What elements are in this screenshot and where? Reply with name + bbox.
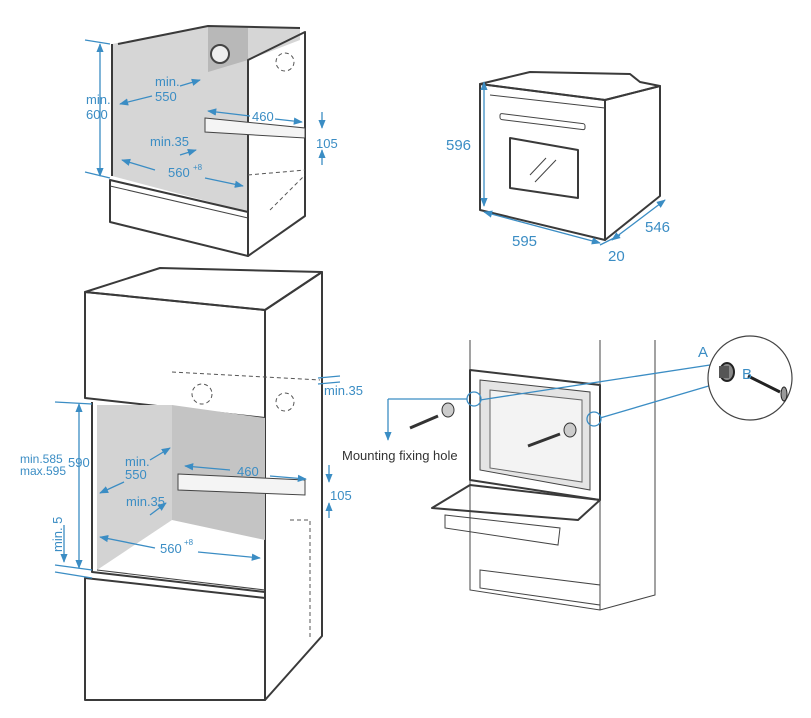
under-counter-dimensions: min. 600 min. 550 460 105 min.35 560 +8 (84, 39, 338, 188)
oven-height-label: 596 (446, 137, 471, 154)
screw-part-b-icon (747, 374, 788, 402)
depth-label-2: 550 (155, 89, 177, 104)
vent-height-label: 105 (316, 136, 338, 151)
screw-icon (409, 402, 455, 430)
oven-drawing (479, 71, 661, 241)
back-gap-label: min.35 (126, 494, 165, 509)
depth-label-1: min. (125, 454, 150, 469)
vent-height-label: 105 (330, 488, 352, 503)
width-label: 560 (160, 541, 182, 556)
width-tolerance: +8 (184, 538, 194, 547)
part-b-label: B (742, 366, 752, 383)
anchor-part-a-icon (719, 362, 735, 382)
niche-min-label: min.585 (20, 452, 63, 466)
door-depth-label: 20 (608, 248, 625, 265)
back-gap-label: min.35 (150, 134, 189, 149)
tall-unit-cabinet (84, 267, 323, 701)
mounting-hole-label: Mounting fixing hole (342, 448, 458, 463)
niche-height-label: 590 (68, 455, 90, 470)
vent-width-label: 460 (237, 464, 259, 479)
oven-width-label: 595 (512, 233, 537, 250)
height-label-2: 600 (86, 107, 108, 122)
tall-unit-dimensions: min.35 min.585 max.595 590 min. 5 min. 5… (20, 375, 363, 579)
height-label-1: min. (86, 92, 111, 107)
part-a-label: A (698, 344, 708, 361)
vent-width-label: 460 (252, 109, 274, 124)
under-counter-cabinet (109, 25, 306, 257)
niche-max-label: max.595 (20, 464, 66, 478)
width-tolerance: +8 (193, 163, 203, 172)
oven-depth-label: 546 (645, 219, 670, 236)
mounting-drawing: A B Mounting fixing hole (342, 335, 793, 611)
oven-dimensions: 596 595 546 20 (446, 81, 670, 265)
width-label: 560 (168, 165, 190, 180)
depth-label-1: min. (155, 74, 180, 89)
bottom-gap-label: min. 5 (50, 517, 65, 552)
screw-icon (527, 422, 577, 448)
top-gap-label: min.35 (324, 383, 363, 398)
depth-label-2: 550 (125, 467, 147, 482)
